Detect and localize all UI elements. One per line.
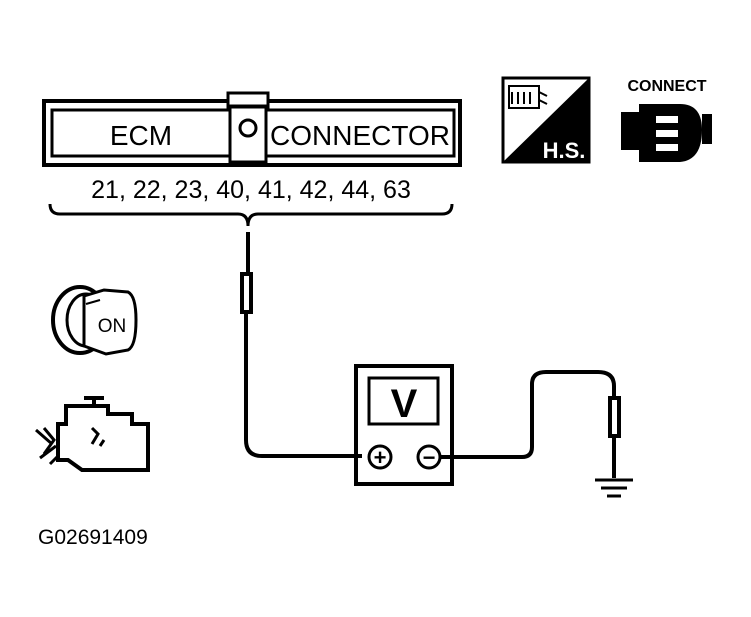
ignition-on-icon: ON: [51, 285, 138, 356]
negative-terminal: [416, 444, 442, 470]
connect-icon: CONNECT: [621, 78, 712, 162]
ignition-key-label: ON: [98, 316, 127, 337]
voltmeter-label: V: [391, 382, 418, 426]
negative-probe-lead: [441, 370, 621, 478]
negative-terminal-label: −: [423, 445, 436, 470]
ecm-label: ECM: [110, 120, 172, 151]
harness-side-icon: H.S.: [501, 76, 591, 164]
ecm-connector: ECM CONNECTOR: [42, 91, 462, 167]
positive-terminal-label: +: [374, 445, 387, 470]
connect-label: CONNECT: [627, 78, 706, 95]
engine-icon: [35, 396, 150, 472]
ground-icon: [595, 478, 633, 498]
pin-numbers: 21, 22, 23, 40, 41, 42, 44, 63: [91, 176, 411, 204]
positive-probe-lead: [240, 232, 362, 458]
voltmeter: V + −: [354, 364, 454, 486]
pin-brace: [48, 203, 454, 227]
connector-label: CONNECTOR: [270, 120, 450, 151]
positive-terminal: [367, 444, 393, 470]
figure-id: G02691409: [38, 526, 148, 549]
harness-side-label: H.S.: [543, 138, 586, 163]
